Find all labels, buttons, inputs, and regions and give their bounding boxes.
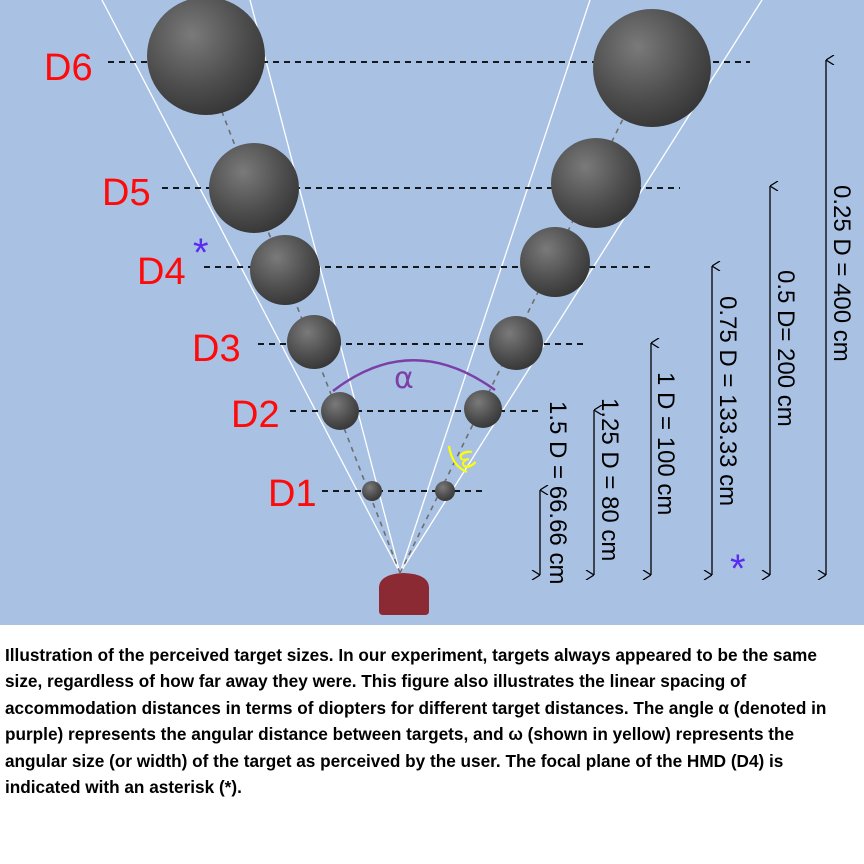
alpha-label: α (394, 361, 414, 396)
targets (147, 0, 711, 501)
level-label-d3: D3 (192, 328, 241, 370)
distance-label-d4: 0.75 D = 133.33 cm (714, 296, 741, 506)
target-d6-left (147, 0, 265, 115)
target-d1-left (362, 481, 382, 501)
distance-label-d2: 1.25 D = 80 cm (596, 398, 623, 561)
distance-label-d5: 0.5 D= 200 cm (772, 270, 799, 427)
target-d2-left (321, 392, 359, 430)
distance-label-d1: 1.5 D = 66.66 cm (544, 401, 571, 584)
target-d2-right (464, 390, 502, 428)
level-label-d6: D6 (44, 47, 93, 89)
target-d4-left (250, 235, 320, 305)
target-d3-right (489, 316, 543, 370)
omega-arc (447, 445, 468, 474)
target-d1-right (435, 481, 455, 501)
figure-caption: Illustration of the perceived target siz… (5, 645, 827, 798)
focal-plane-asterisk-distance: * (730, 547, 746, 591)
level-label-d4: D4 (137, 251, 186, 293)
target-d3-left (287, 315, 341, 369)
perceived-size-diagram: α ω D6 D5 D4 D3 D2 D1 * * 0.25 D = 400 c… (0, 0, 864, 625)
level-label-d2: D2 (231, 394, 280, 436)
target-d6-right (593, 9, 711, 127)
level-label-d1: D1 (268, 473, 317, 515)
target-d5-left (209, 143, 299, 233)
distance-arrows (540, 60, 826, 575)
level-label-d5: D5 (102, 172, 151, 214)
target-d4-right (520, 227, 590, 297)
distance-label-d3: 1 D = 100 cm (652, 372, 679, 515)
alpha-arc (332, 359, 496, 392)
focal-plane-asterisk-label: * (193, 231, 209, 275)
distance-label-d6: 0.25 D = 400 cm (828, 185, 855, 362)
target-d5-right (551, 138, 641, 228)
view-cone-lines (101, 0, 763, 574)
user-head-icon (379, 573, 429, 615)
